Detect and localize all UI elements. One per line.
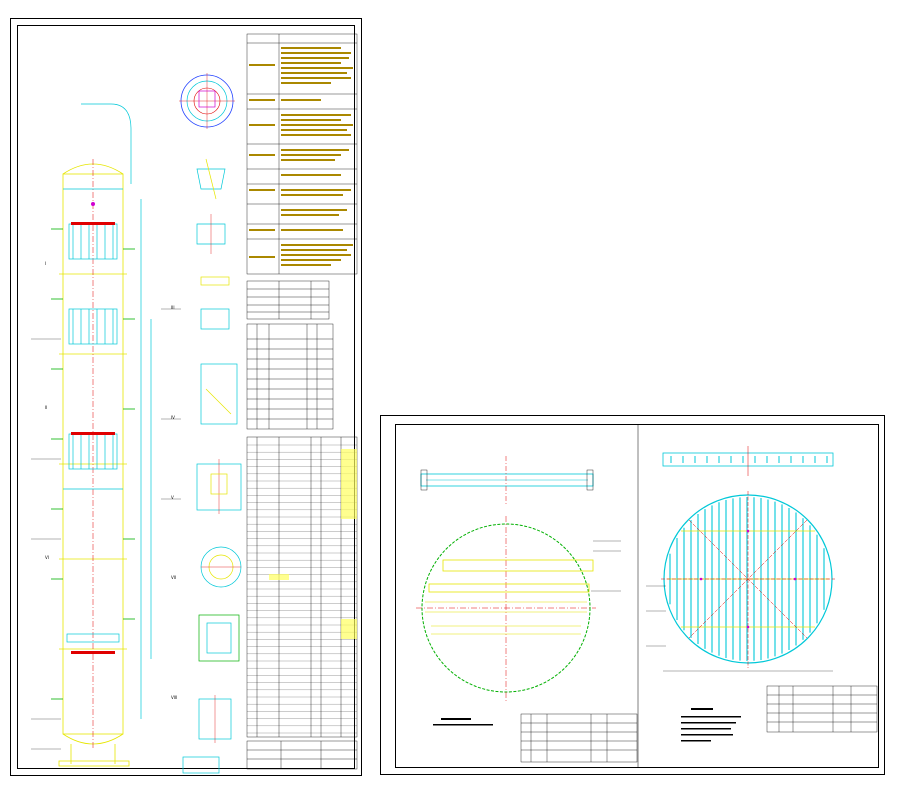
section-mark-II: II <box>45 405 47 410</box>
parts-highlight <box>269 449 357 639</box>
section-mark-IV: IV <box>171 415 175 420</box>
right-elevation <box>662 446 834 476</box>
section-labels: I II III IV V VI VII VIII <box>45 261 177 700</box>
top-flange-plan <box>179 73 235 129</box>
section-mark-VII: VII <box>171 575 176 580</box>
section-mark-VI: VI <box>45 555 49 560</box>
leader-lines <box>31 308 181 750</box>
left-elevation <box>420 456 594 506</box>
distributor-bars <box>71 222 115 654</box>
parts-list-rows <box>247 444 357 734</box>
side-nozzles <box>51 228 135 700</box>
nozzle-schedule-table <box>246 323 334 430</box>
drawing-sheet-column: I II III IV V VI VII VIII <box>10 18 362 776</box>
top-nozzle-marker <box>91 202 95 206</box>
left-notes <box>433 718 493 726</box>
title-block-right-left <box>520 713 638 763</box>
title-block-right-right <box>766 685 878 733</box>
sheet-inner-frame <box>17 25 355 769</box>
left-plan-view <box>416 516 621 701</box>
right-notes <box>681 708 741 742</box>
drawing-sheet-distributor <box>380 415 885 775</box>
column-drawing: I II III IV V VI VII VIII <box>31 33 358 774</box>
parts-list-table <box>246 436 358 738</box>
section-mark-I: I <box>45 261 46 266</box>
distributor-drawing <box>416 424 878 768</box>
right-plan-view <box>646 491 835 672</box>
section-mark-V: V <box>171 495 174 500</box>
column-internals <box>63 103 152 719</box>
column-shell <box>58 163 130 767</box>
tech-table-text <box>249 47 353 266</box>
design-data-table <box>246 280 330 320</box>
sheet-inner-frame-right <box>395 424 879 768</box>
section-mark-III: III <box>171 305 175 310</box>
technical-characteristics-table <box>246 33 358 275</box>
section-mark-VIII: VIII <box>171 695 177 700</box>
title-block-left <box>246 740 358 770</box>
detail-views <box>182 158 242 774</box>
